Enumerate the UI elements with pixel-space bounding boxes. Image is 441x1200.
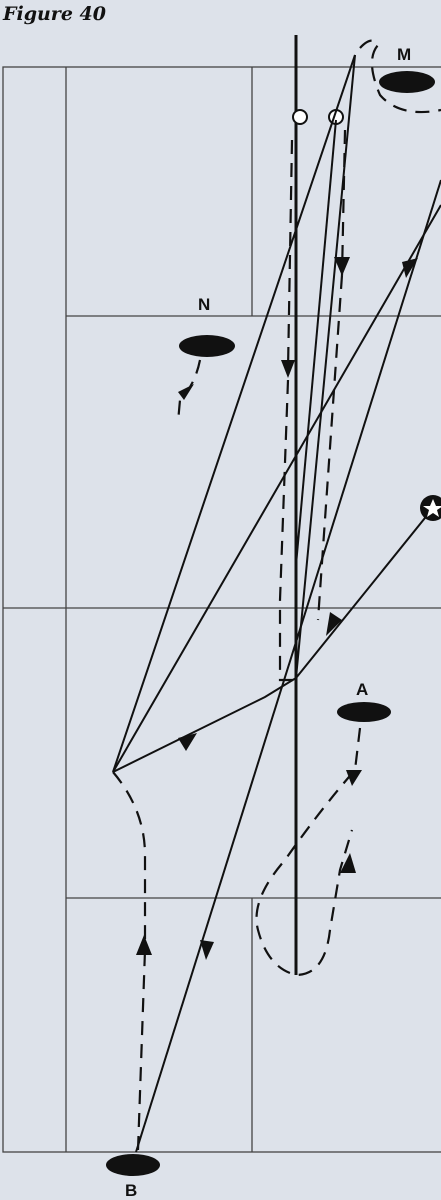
arrow-icon [334, 257, 350, 276]
arrow-icon [281, 360, 295, 378]
flight-right-to-left [112, 204, 441, 773]
arrow-icon [178, 733, 197, 751]
star-icon [420, 495, 441, 521]
flight-arrowheads [178, 258, 418, 960]
arrow-icon [326, 612, 342, 636]
arrow-icon [200, 940, 214, 960]
court-boundary [2, 66, 441, 1153]
court-lines [2, 66, 441, 1153]
player-a: A [337, 680, 391, 722]
player-a-marker [337, 702, 391, 722]
net-post-icon [292, 109, 308, 125]
player-m-label: M [397, 45, 411, 64]
figure-title: Figure 40 [3, 3, 106, 25]
move-dash-left-net [286, 139, 294, 371]
arrow-icon [178, 384, 194, 400]
shuttle-flight-paths [112, 54, 441, 1153]
move-dash-net-left [278, 379, 296, 682]
player-movement-paths [112, 39, 441, 1151]
move-m [359, 39, 441, 114]
player-a-label: A [356, 680, 368, 699]
move-b [136, 949, 147, 1151]
move-left-curve [112, 771, 147, 945]
player-b-marker [106, 1154, 160, 1176]
player-b: B [106, 1154, 160, 1200]
flight-star-to-left [112, 507, 434, 773]
player-n-marker [179, 335, 235, 357]
move-dash-center [340, 129, 347, 276]
move-dash-center-low [316, 274, 344, 621]
arrow-icon [402, 258, 418, 278]
player-m-marker [379, 71, 435, 93]
movement-arrowheads [136, 257, 362, 955]
move-n [176, 359, 202, 423]
flight-m-to-left [112, 54, 356, 773]
flight-b-up [135, 179, 441, 1153]
player-m: M [379, 45, 435, 93]
arrow-icon [136, 935, 152, 955]
flight-m-to-net [295, 54, 356, 679]
arrow-icon [346, 770, 362, 786]
player-b-label: B [125, 1181, 137, 1200]
flight-top-down [295, 119, 337, 566]
player-n-label: N [198, 295, 210, 314]
arrow-icon [340, 853, 356, 873]
player-n: N [179, 295, 235, 357]
move-a [255, 727, 362, 977]
